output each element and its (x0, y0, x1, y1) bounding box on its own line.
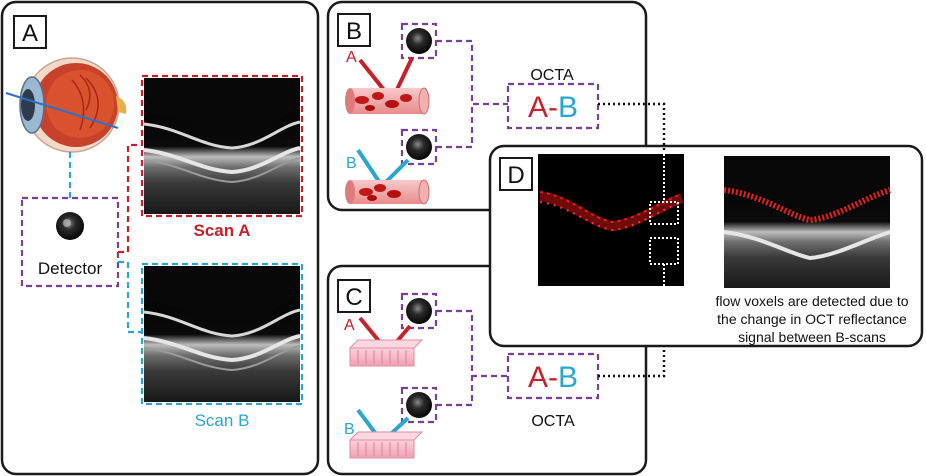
detector-box (20, 196, 120, 288)
panel-c-octa-label: OCTA (531, 413, 575, 430)
camera-icon (406, 392, 432, 418)
panel-b-diff-text: A-B (528, 91, 578, 124)
panel-c-letter: C (345, 284, 362, 311)
panel-c-letter-box (337, 279, 371, 313)
panel-b-octa-label: OCTA (530, 67, 574, 84)
detector-label: Detector (38, 259, 103, 278)
blood-vessel-icon (345, 87, 430, 115)
panel-a-letter: A (22, 20, 38, 47)
panel-b-beam-b-label: B (346, 155, 357, 172)
blood-vessel-icon (345, 179, 430, 205)
scan-b-label: Scan B (195, 411, 250, 430)
panel-c-beam-a-label: A (344, 317, 355, 334)
panel-c-beam-b-label: B (344, 421, 355, 438)
scan-a-image (143, 78, 301, 214)
scan-a-frame (140, 74, 304, 218)
connector-lines (598, 102, 666, 378)
panel-b-letter-box (337, 13, 371, 47)
camera-icon (406, 28, 432, 54)
camera-icon (406, 134, 432, 160)
camera-icon (56, 212, 84, 240)
panel-d-caption-line-1: flow voxels are detected due to (715, 293, 908, 309)
panel-b-letter: B (346, 18, 362, 45)
eye-icon (5, 57, 127, 153)
camera-icon (406, 298, 432, 324)
panel-d-letter-box (499, 157, 533, 191)
panel-d-caption-line-3: signal between B-scans (738, 329, 886, 345)
octa-overlay-image (723, 156, 891, 288)
panel-d-caption-line-2: the change in OCT reflectance (717, 311, 907, 327)
scan-a-label: Scan A (193, 221, 250, 240)
panel-c-diff-text: A-B (528, 361, 578, 394)
panel-d-letter: D (507, 162, 524, 189)
scan-b-frame (140, 262, 304, 406)
tissue-icon (348, 339, 424, 367)
panel-a: A Detector (0, 0, 320, 476)
octa-flow-image (538, 154, 684, 286)
panel-b-ab-box (506, 82, 600, 130)
scan-b-image (143, 266, 301, 402)
panel-a-letter-box (13, 15, 47, 49)
panel-d: D flow voxels are detected due to the ch… (488, 144, 924, 348)
tissue-icon (348, 431, 424, 459)
panel-b-beam-a-label: A (346, 49, 357, 66)
